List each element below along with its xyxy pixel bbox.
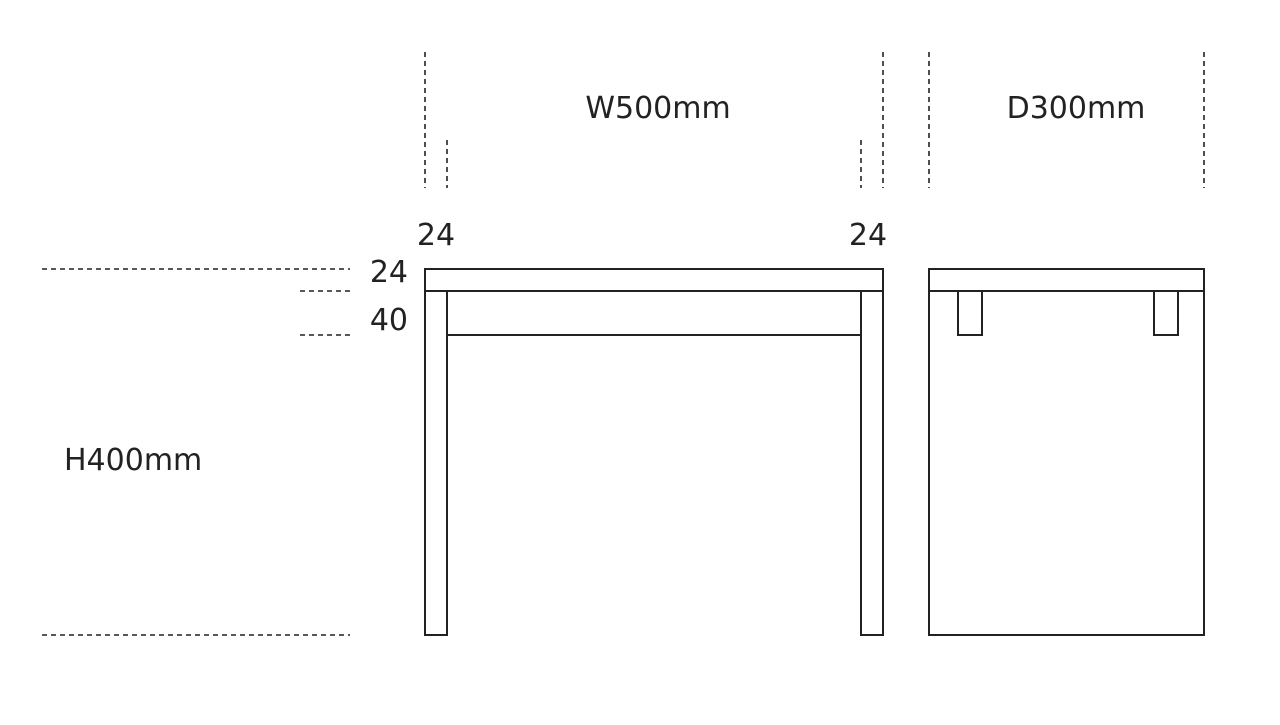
leg-width-right-label: 24: [849, 218, 887, 253]
width-guides: [424, 52, 884, 188]
front-leg-left: [424, 290, 448, 636]
height-label: H400mm: [64, 443, 202, 478]
depth-label: D300mm: [1007, 91, 1146, 126]
height-guides: [42, 268, 350, 636]
front-leg-right: [860, 290, 884, 636]
front-view: [424, 268, 884, 636]
top-thickness-label: 24: [370, 255, 408, 290]
side-view: [928, 268, 1205, 636]
leg-width-left-label: 24: [417, 218, 455, 253]
side-panel: [928, 290, 1205, 636]
width-label: W500mm: [585, 91, 730, 126]
front-tabletop: [424, 268, 884, 292]
side-apron-left: [957, 290, 983, 336]
depth-guides: [928, 52, 1205, 188]
side-apron-right: [1153, 290, 1179, 336]
apron-height-label: 40: [370, 303, 408, 338]
side-tabletop: [928, 268, 1205, 292]
